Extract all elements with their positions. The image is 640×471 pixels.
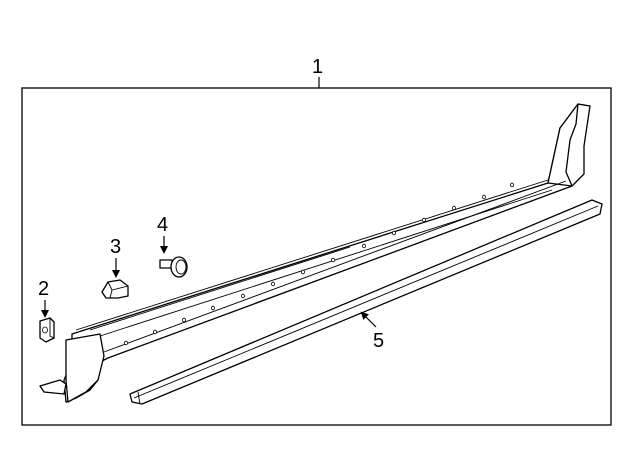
molding-strip (129, 199, 603, 405)
bracket-retainer: 3 (101, 236, 129, 299)
hole (124, 340, 129, 346)
molding-strip-end (137, 391, 141, 405)
rocker-panel (39, 103, 591, 403)
callout-3-label: 3 (110, 236, 121, 258)
hole (421, 217, 426, 223)
clip-nut-fold (49, 318, 55, 339)
callout-5-label: 5 (373, 330, 384, 352)
assembly-frame (21, 87, 612, 426)
rocker-panel-end-cap-edge (577, 103, 591, 107)
molding-strip-crease (133, 205, 599, 399)
callout-1: 1 (312, 56, 323, 88)
clip-nut-hole (42, 326, 48, 334)
rocker-panel-holes (124, 182, 514, 346)
rocker-panel-front-tab (39, 379, 67, 395)
bracket-retainer-side (109, 289, 113, 299)
hole (509, 182, 514, 188)
rocker-panel-lower-edge (103, 180, 567, 353)
hole (300, 269, 305, 275)
callout-5-arrow (360, 311, 377, 328)
hole (210, 305, 215, 311)
callout-5: 5 (360, 311, 384, 352)
hole (181, 317, 186, 323)
rocker-panel-front-flange (65, 333, 105, 403)
push-pin-fastener: 4 (157, 214, 188, 278)
hole (240, 293, 245, 299)
hole (391, 230, 396, 236)
callout-1-label: 1 (312, 56, 323, 78)
callout-4-label: 4 (157, 214, 168, 236)
hole (330, 257, 335, 263)
rocker-panel-top-flange (75, 179, 549, 331)
hole (361, 243, 366, 249)
hole (451, 205, 456, 211)
hole (481, 194, 486, 200)
callout-2-label: 2 (38, 278, 49, 300)
rocker-panel-end-cap (547, 103, 579, 187)
rocker-panel-body (63, 103, 591, 403)
push-pin-head-rim (175, 259, 187, 275)
hole (270, 281, 275, 287)
rocker-panel-top-flange-inner (89, 246, 351, 331)
push-pin-head (170, 256, 188, 278)
clip-nut: 2 (38, 278, 55, 343)
push-pin-shank (159, 259, 173, 269)
hole (152, 329, 157, 335)
